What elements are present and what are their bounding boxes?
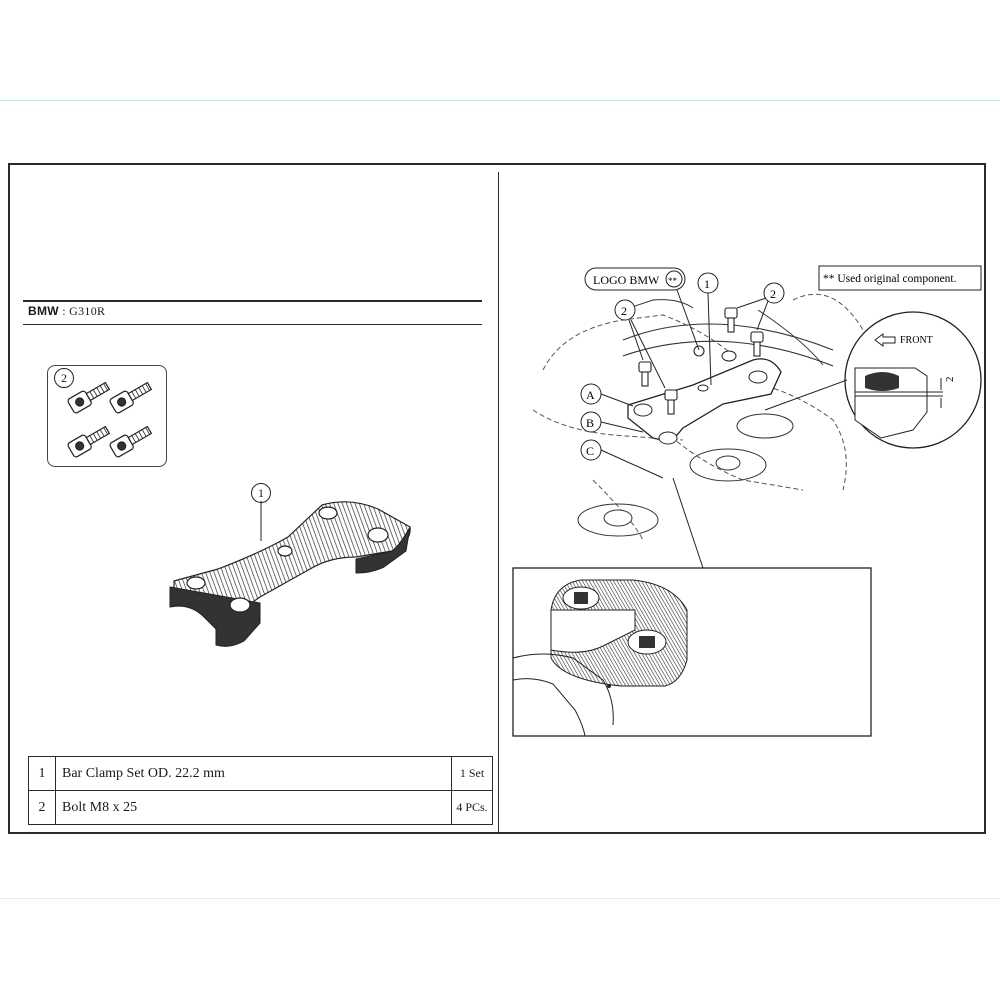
part-number: 1 bbox=[28, 756, 56, 791]
model-rule-top bbox=[23, 300, 482, 302]
bolt-illustration bbox=[109, 381, 153, 414]
table-row: 2 Bolt M8 x 25 4 PCs. bbox=[28, 790, 493, 825]
bar-clamp-illustration bbox=[169, 501, 411, 647]
diagram-callout-1: 1 bbox=[704, 277, 710, 291]
table-row: 1 Bar Clamp Set OD. 22.2 mm 1 Set bbox=[28, 756, 493, 791]
gap-value: 2 bbox=[944, 377, 956, 383]
bolt-callout: 2 bbox=[54, 368, 74, 388]
fork-tops bbox=[577, 299, 824, 537]
part-quantity: 1 Set bbox=[451, 756, 493, 791]
diagram-callout-2-left: 2 bbox=[621, 304, 627, 318]
diagram-label-b: B bbox=[586, 416, 594, 430]
brand-name: BMW bbox=[28, 304, 59, 318]
logo-label: LOGO BMW bbox=[593, 273, 660, 287]
center-divider bbox=[498, 172, 499, 832]
top-divider bbox=[0, 100, 1000, 101]
part-number: 2 bbox=[28, 790, 56, 825]
model-name: G310R bbox=[69, 304, 106, 318]
bottom-divider bbox=[0, 898, 1000, 899]
bolt-illustration bbox=[109, 425, 153, 458]
bolt-illustration bbox=[67, 381, 111, 414]
inset-clamp-detail bbox=[512, 579, 688, 737]
installation-diagram: LOGO BMW ** 1 2 2 A B C ** Used original… bbox=[512, 265, 982, 737]
part-quantity: 4 PCs. bbox=[451, 790, 493, 825]
part-description: Bolt M8 x 25 bbox=[55, 790, 452, 825]
diagram-label-a: A bbox=[586, 388, 595, 402]
model-rule-bottom bbox=[23, 324, 482, 325]
bolt-set-illustration bbox=[67, 381, 153, 458]
diagram-bolts bbox=[638, 307, 764, 415]
diagram-label-c: C bbox=[586, 444, 594, 458]
bolt-illustration bbox=[67, 425, 111, 458]
bolt-set-box bbox=[47, 365, 167, 467]
diagram-callout-2-right: 2 bbox=[770, 287, 776, 301]
front-label: FRONT bbox=[900, 335, 933, 346]
instruction-sheet bbox=[8, 163, 986, 834]
logo-mark: ** bbox=[668, 276, 678, 286]
component-note: ** Used original component. bbox=[823, 273, 957, 285]
part-description: Bar Clamp Set OD. 22.2 mm bbox=[55, 756, 452, 791]
model-label: BMW : G310R bbox=[28, 304, 105, 319]
brand-separator: : bbox=[62, 304, 66, 318]
parts-table: 1 Bar Clamp Set OD. 22.2 mm 1 Set 2 Bolt… bbox=[28, 756, 493, 825]
